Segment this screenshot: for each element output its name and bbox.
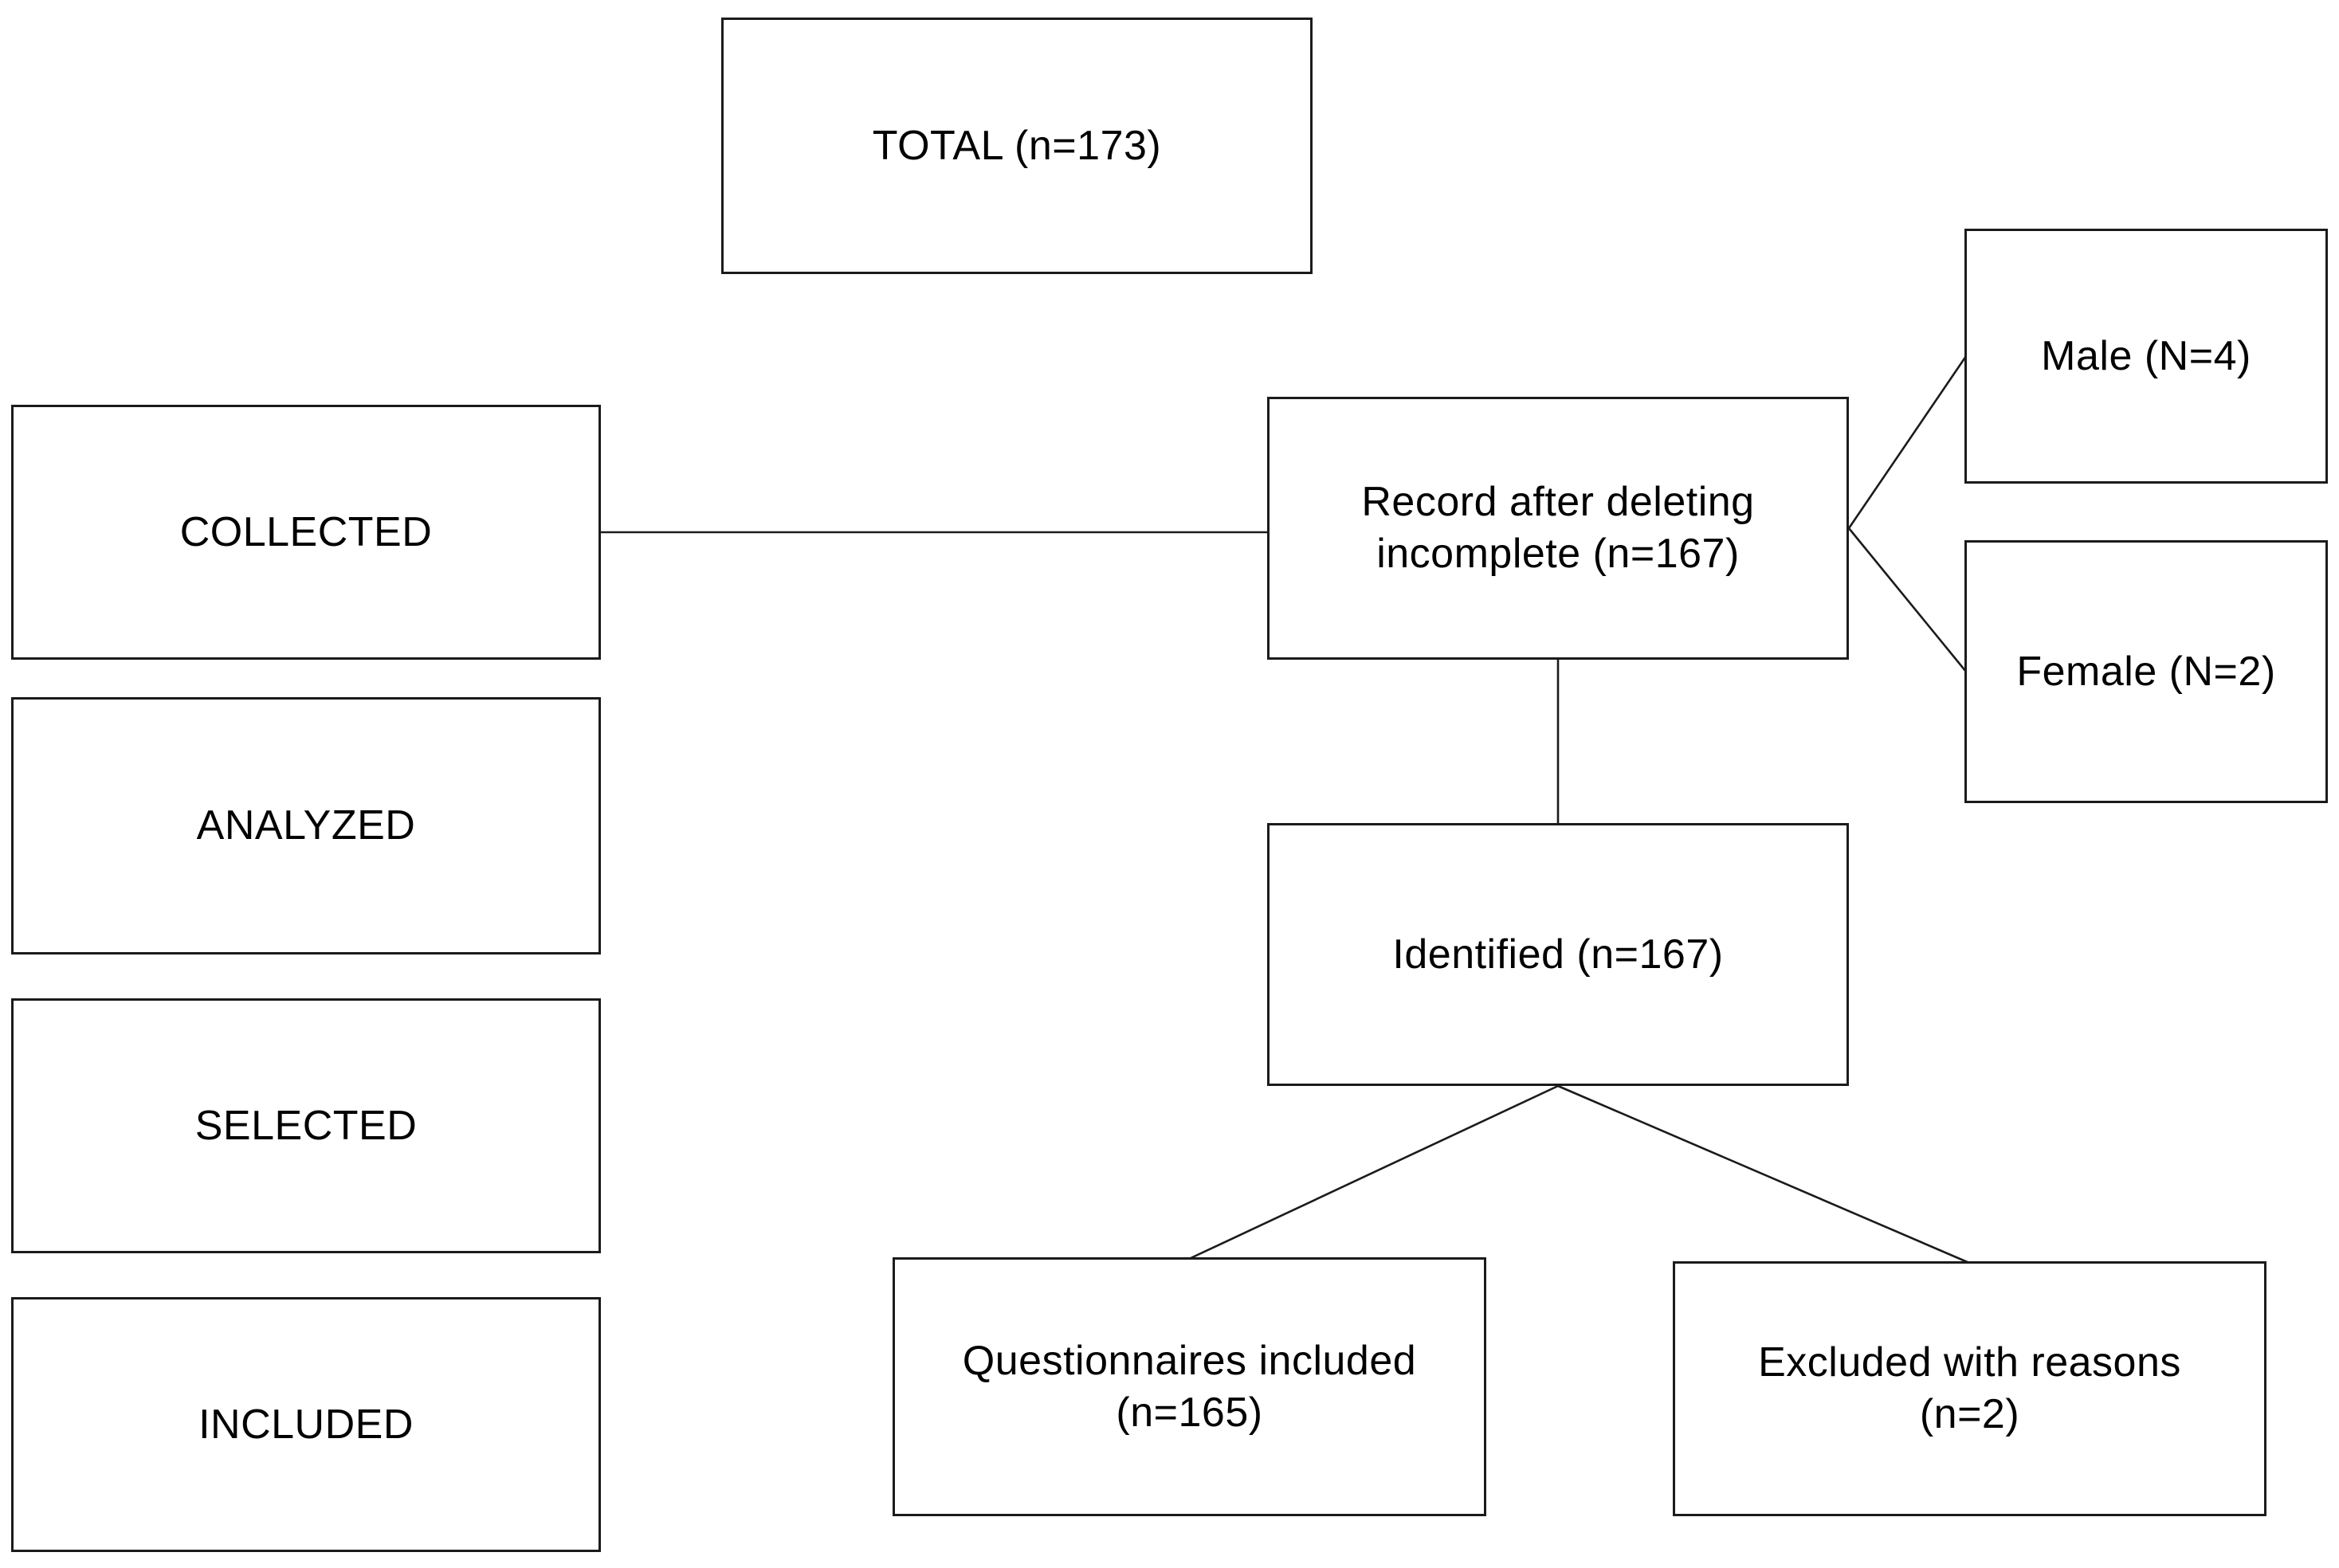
node-excluded-with-reasons: Excluded with reasons (n=2) xyxy=(1673,1261,2266,1516)
edge-identified-questionnaires xyxy=(1188,1084,1559,1260)
edge-record-male xyxy=(1847,355,1968,529)
node-included: INCLUDED xyxy=(11,1297,601,1552)
node-collected: COLLECTED xyxy=(11,405,601,660)
node-selected-label: SELECTED xyxy=(194,1102,418,1149)
node-included-label: INCLUDED xyxy=(198,1401,414,1448)
node-identified: Identified (n=167) xyxy=(1267,823,1849,1086)
node-collected-label: COLLECTED xyxy=(179,508,433,555)
node-female: Female (N=2) xyxy=(1964,540,2328,803)
node-analyzed: ANALYZED xyxy=(11,697,601,955)
node-selected: SELECTED xyxy=(11,998,601,1253)
node-questionnaires-label-line1: Questionnaires included xyxy=(962,1337,1417,1384)
node-record-label-line2: incomplete (n=167) xyxy=(1376,531,1740,577)
node-male-label: Male (N=4) xyxy=(2041,332,2251,379)
node-questionnaires-label-line2: (n=165) xyxy=(1116,1389,1263,1436)
node-record-label-line1: Record after deleting xyxy=(1361,479,1755,525)
node-total: TOTAL (n=173) xyxy=(721,18,1313,274)
node-record-after-deleting: Record after deleting incomplete (n=167) xyxy=(1267,397,1849,660)
node-identified-label: Identified (n=167) xyxy=(1392,931,1724,978)
node-total-label: TOTAL (n=173) xyxy=(872,122,1162,169)
edge-identified-excluded xyxy=(1557,1084,1970,1264)
node-excluded-label-line1: Excluded with reasons xyxy=(1758,1339,2181,1386)
node-excluded-label-line2: (n=2) xyxy=(1919,1391,2020,1437)
edge-record-female xyxy=(1847,527,1968,672)
node-female-label: Female (N=2) xyxy=(2016,648,2276,695)
node-male: Male (N=4) xyxy=(1964,229,2328,484)
node-questionnaires-included: Questionnaires included (n=165) xyxy=(893,1257,1486,1516)
node-analyzed-label: ANALYZED xyxy=(196,802,416,849)
